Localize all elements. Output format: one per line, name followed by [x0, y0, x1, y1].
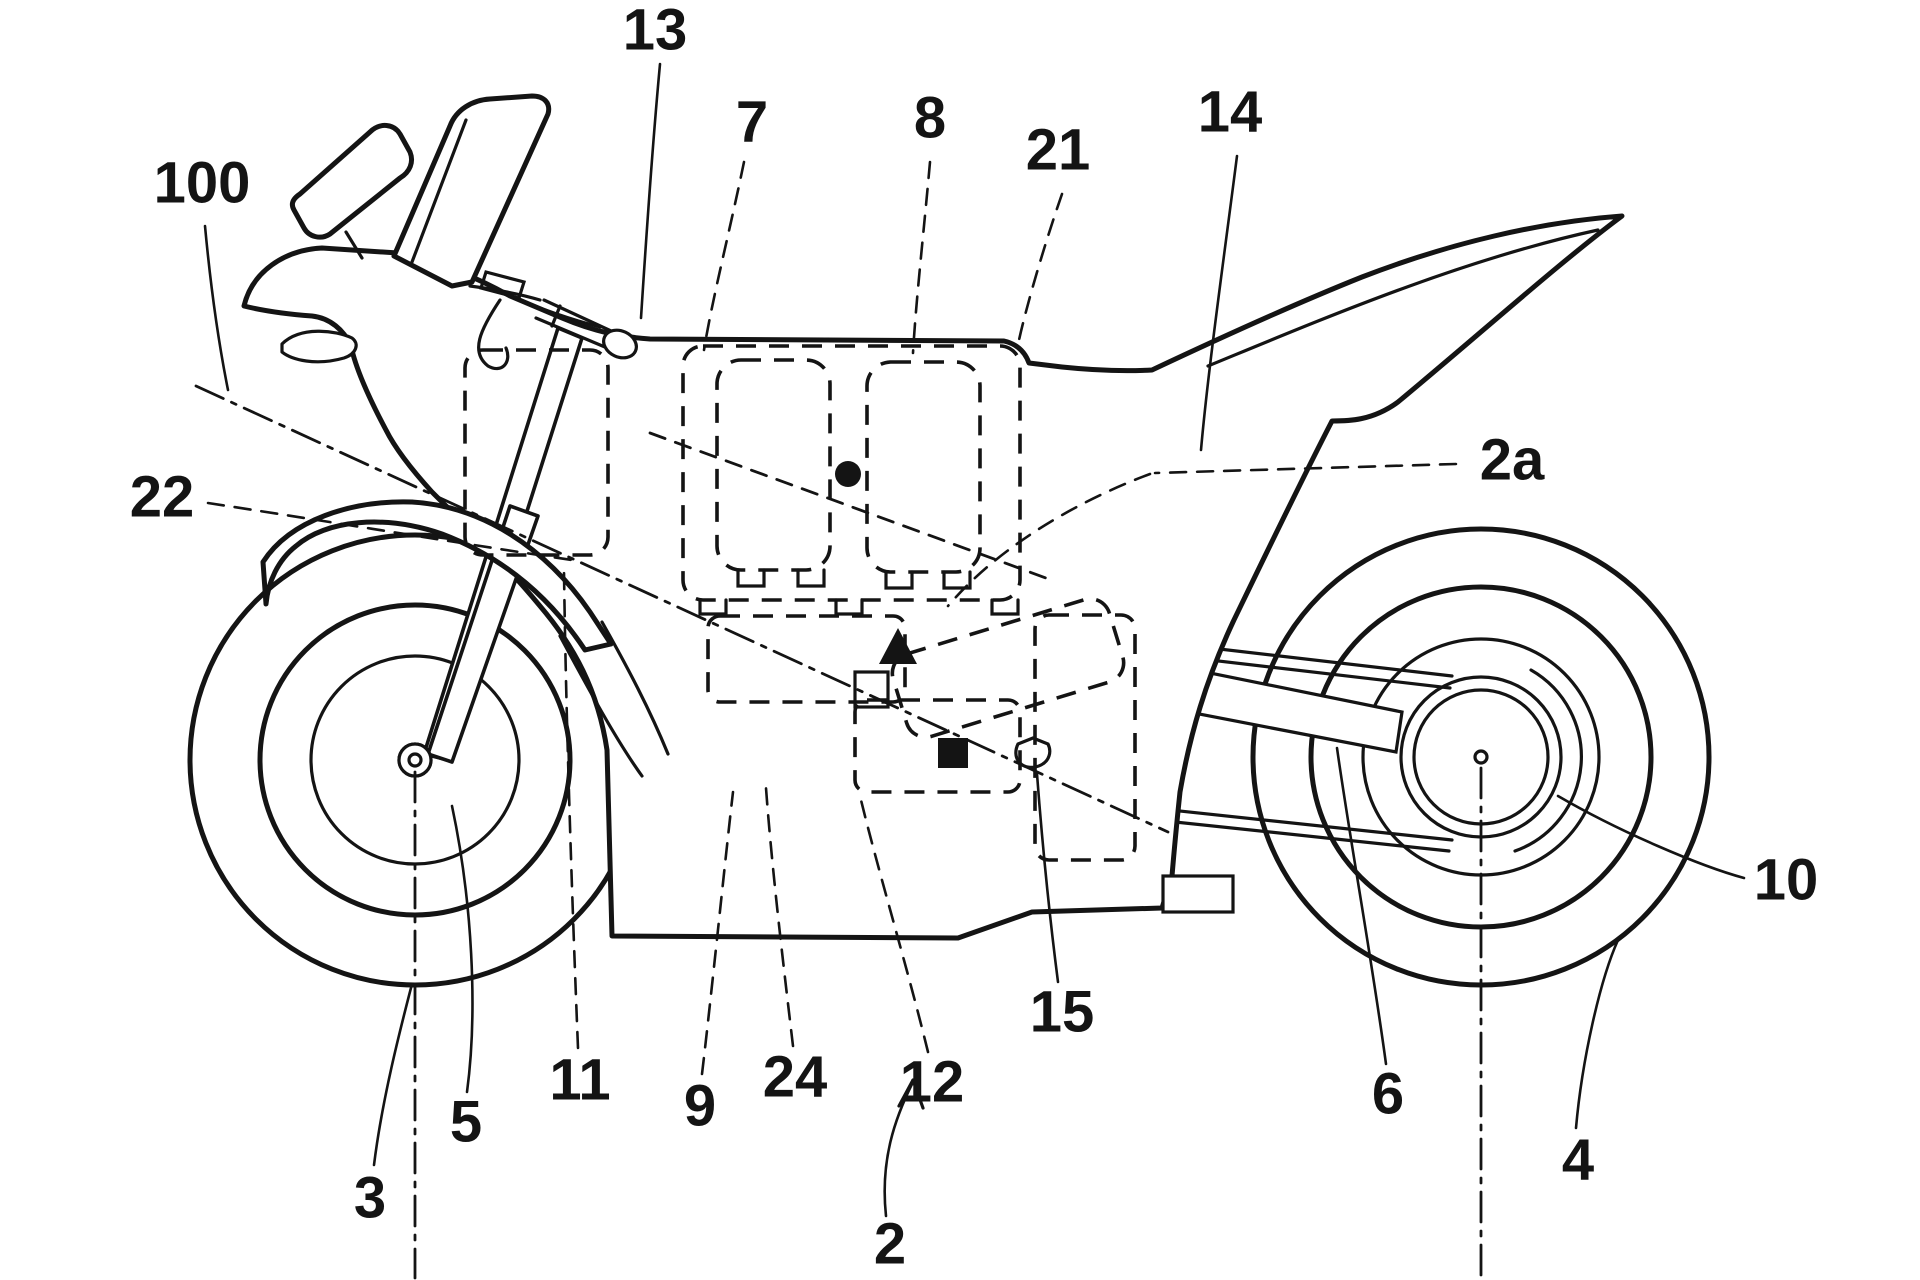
fairing-vent	[280, 329, 358, 364]
ref-label-14: 14	[1198, 80, 1263, 145]
ref-label-12: 12	[900, 1050, 965, 1115]
leader-7	[702, 160, 746, 352]
leader-21	[1017, 192, 1064, 342]
lower-unit-box	[853, 698, 1022, 794]
leader-14	[1199, 154, 1239, 452]
controller-box	[706, 614, 907, 704]
handlebar-part	[534, 316, 614, 352]
ref-label-24: 24	[763, 1045, 828, 1110]
leader-4	[1574, 938, 1620, 1130]
body-silhouette	[241, 213, 1625, 941]
ref-label-5: 5	[450, 1090, 482, 1155]
bracket-mark	[796, 568, 826, 588]
leader-10	[1556, 794, 1746, 880]
bar-end	[602, 328, 638, 360]
motor-box	[890, 597, 1126, 739]
ref-label-22: 22	[130, 465, 195, 530]
ref-label-8: 8	[914, 86, 946, 151]
ref-label-9: 9	[684, 1074, 716, 1139]
bracket-mark	[942, 570, 972, 590]
leader-15	[1035, 772, 1060, 984]
leader-2	[883, 1080, 915, 1218]
mirror	[289, 123, 415, 240]
leader-9	[700, 790, 735, 1076]
leader-24	[764, 786, 795, 1048]
engine-line	[558, 634, 644, 778]
marker-circle	[835, 461, 861, 487]
leader-2a	[1153, 462, 1458, 475]
swingarm-end-cap	[1513, 668, 1583, 853]
battery-cell-right	[865, 360, 982, 574]
belly-step	[1161, 874, 1235, 914]
bracket-mark	[884, 570, 914, 590]
leader-22	[206, 501, 574, 562]
mirror-stalk	[344, 230, 364, 260]
leader-6	[1335, 746, 1388, 1066]
leader-8	[911, 160, 932, 355]
battery-pack-outer	[681, 344, 1022, 602]
ref-label-11: 11	[549, 1048, 610, 1113]
battery-cell-left	[715, 358, 832, 572]
ref-label-15: 15	[1030, 980, 1095, 1045]
engine-line	[600, 620, 670, 756]
windscreen-inner	[410, 118, 468, 264]
ref-label-3: 3	[354, 1166, 386, 1231]
tail-crease	[1206, 228, 1600, 368]
ref-label-2: 2	[874, 1212, 906, 1277]
windscreen	[391, 93, 552, 289]
leader-2a	[946, 472, 1152, 608]
ref-label-4: 4	[1562, 1128, 1594, 1193]
front-wheel-circle	[257, 602, 573, 918]
bracket-mark	[834, 598, 864, 616]
leader-100	[203, 224, 230, 392]
ref-label-10: 10	[1754, 848, 1819, 913]
marker-square	[938, 738, 968, 768]
handlebar-part	[478, 270, 527, 300]
front-axle	[407, 752, 423, 768]
arrowhead-2	[897, 1078, 925, 1110]
ref-label-21: 21	[1026, 118, 1091, 183]
leader-11	[562, 570, 580, 1050]
ref-label-2a: 2a	[1480, 428, 1545, 493]
marker-outline-shape	[1014, 736, 1052, 769]
ref-label-100: 100	[154, 151, 251, 216]
ref-label-13: 13	[623, 0, 688, 63]
lean-axis	[194, 384, 1170, 834]
bracket-mark	[736, 568, 766, 588]
leader-13	[639, 62, 662, 320]
marker-outline-rect	[853, 670, 890, 709]
front-fender	[260, 499, 614, 653]
marker-triangle	[879, 628, 917, 664]
ref-label-6: 6	[1372, 1062, 1404, 1127]
handlebar-part	[468, 284, 542, 302]
leader-3	[372, 982, 414, 1167]
handlebar-part	[542, 298, 624, 338]
leader-12	[859, 798, 930, 1054]
leader-5	[450, 804, 474, 1094]
bracket-mark	[698, 598, 728, 616]
ref-label-7: 7	[736, 90, 768, 155]
rear-wheel-circle	[1473, 749, 1489, 765]
bracket-mark	[990, 598, 1020, 616]
handlebar-part	[550, 304, 562, 328]
handlebar-part	[477, 298, 510, 371]
